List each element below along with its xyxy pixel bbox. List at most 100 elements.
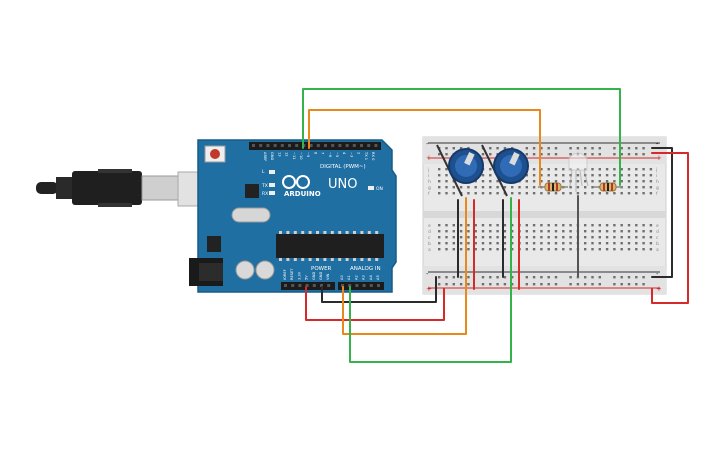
breadboard-hole[interactable]: [562, 248, 565, 251]
breadboard-hole[interactable]: [540, 180, 543, 183]
breadboard-hole[interactable]: [525, 242, 528, 245]
breadboard-hole[interactable]: [467, 248, 470, 251]
rail-hole[interactable]: [613, 153, 616, 156]
breadboard-hole[interactable]: [620, 224, 623, 227]
breadboard-hole[interactable]: [598, 168, 601, 171]
breadboard-hole[interactable]: [584, 230, 587, 233]
breadboard-hole[interactable]: [554, 192, 558, 195]
breadboard-hole[interactable]: [576, 192, 580, 195]
breadboard-hole[interactable]: [496, 230, 499, 233]
breadboard-hole[interactable]: [481, 174, 485, 177]
breadboard-hole[interactable]: [445, 192, 448, 195]
breadboard-hole[interactable]: [562, 236, 565, 239]
breadboard-hole[interactable]: [489, 174, 492, 177]
rail-hole[interactable]: [554, 147, 558, 150]
header-hole[interactable]: [369, 284, 373, 287]
header-hole[interactable]: [252, 144, 255, 147]
breadboard-hole[interactable]: [642, 230, 645, 233]
rail-hole[interactable]: [445, 283, 448, 286]
resistor-icon[interactable]: [593, 182, 623, 192]
rail-hole[interactable]: [635, 153, 638, 156]
breadboard-hole[interactable]: [576, 180, 580, 183]
rail-hole[interactable]: [452, 283, 455, 286]
led-icon[interactable]: [568, 152, 589, 192]
rail-hole[interactable]: [620, 147, 623, 150]
rail-hole[interactable]: [511, 283, 514, 286]
wire-green-a1[interactable]: [349, 197, 512, 363]
rail-hole[interactable]: [438, 283, 441, 286]
rail-hole[interactable]: [540, 147, 543, 150]
breadboard-hole[interactable]: [620, 192, 623, 195]
breadboard-hole[interactable]: [642, 224, 645, 227]
breadboard-hole[interactable]: [569, 236, 572, 239]
rail-hole[interactable]: [525, 283, 528, 286]
rail-hole[interactable]: [620, 153, 623, 156]
rail-hole[interactable]: [496, 276, 499, 279]
breadboard-hole[interactable]: [525, 230, 528, 233]
breadboard-hole[interactable]: [591, 230, 594, 233]
breadboard-hole[interactable]: [642, 236, 645, 239]
breadboard-hole[interactable]: [569, 224, 572, 227]
resistor-icon[interactable]: [538, 182, 568, 192]
breadboard-hole[interactable]: [649, 180, 653, 183]
breadboard-hole[interactable]: [613, 192, 616, 195]
rail-hole[interactable]: [438, 276, 441, 279]
breadboard-hole[interactable]: [445, 174, 448, 177]
rail-hole[interactable]: [591, 147, 594, 150]
rail-hole[interactable]: [547, 276, 550, 279]
breadboard-hole[interactable]: [605, 168, 609, 171]
breadboard-hole[interactable]: [438, 236, 441, 239]
rail-hole[interactable]: [569, 276, 572, 279]
wire-red-5v[interactable]: [305, 286, 445, 321]
breadboard-hole[interactable]: [496, 186, 499, 189]
rail-hole[interactable]: [496, 283, 499, 286]
breadboard-hole[interactable]: [649, 236, 653, 239]
usb-cable-icon[interactable]: [36, 169, 209, 207]
rail-hole[interactable]: [554, 153, 558, 156]
rail-hole[interactable]: [613, 283, 616, 286]
rail-hole[interactable]: [467, 276, 470, 279]
breadboard-hole[interactable]: [569, 192, 572, 195]
breadboard-hole[interactable]: [452, 242, 455, 245]
rail-hole[interactable]: [598, 147, 601, 150]
breadboard-hole[interactable]: [627, 248, 631, 251]
rail-hole[interactable]: [591, 153, 594, 156]
breadboard-hole[interactable]: [518, 192, 521, 195]
breadboard-hole[interactable]: [547, 242, 550, 245]
breadboard-hole[interactable]: [438, 174, 441, 177]
breadboard-hole[interactable]: [591, 242, 594, 245]
breadboard-hole[interactable]: [511, 186, 514, 189]
potentiometer-icon[interactable]: [481, 144, 529, 197]
breadboard-hole[interactable]: [584, 224, 587, 227]
header-hole[interactable]: [316, 144, 320, 147]
breadboard-hole[interactable]: [489, 230, 492, 233]
breadboard-hole[interactable]: [584, 248, 587, 251]
breadboard-hole[interactable]: [584, 180, 587, 183]
rail-hole[interactable]: [576, 147, 580, 150]
breadboard-hole[interactable]: [635, 186, 638, 189]
rail-hole[interactable]: [642, 276, 645, 279]
breadboard-hole[interactable]: [452, 186, 455, 189]
breadboard-hole[interactable]: [576, 186, 580, 189]
breadboard-hole[interactable]: [605, 230, 609, 233]
breadboard-hole[interactable]: [525, 248, 528, 251]
rail-hole[interactable]: [635, 147, 638, 150]
breadboard-hole[interactable]: [503, 242, 507, 245]
breadboard-hole[interactable]: [503, 186, 507, 189]
breadboard-hole[interactable]: [547, 248, 550, 251]
header-hole[interactable]: [377, 284, 380, 287]
header-hole[interactable]: [374, 144, 378, 147]
breadboard-hole[interactable]: [481, 180, 485, 183]
breadboard-hole[interactable]: [584, 236, 587, 239]
breadboard-hole[interactable]: [511, 236, 514, 239]
header-hole[interactable]: [331, 144, 335, 147]
breadboard-hole[interactable]: [620, 236, 623, 239]
rail-hole[interactable]: [547, 153, 550, 156]
breadboard-hole[interactable]: [481, 236, 485, 239]
rail-hole[interactable]: [584, 147, 587, 150]
breadboard-hole[interactable]: [547, 224, 550, 227]
header-hole[interactable]: [280, 144, 284, 147]
breadboard-hole[interactable]: [605, 236, 609, 239]
header-hole[interactable]: [266, 144, 270, 147]
